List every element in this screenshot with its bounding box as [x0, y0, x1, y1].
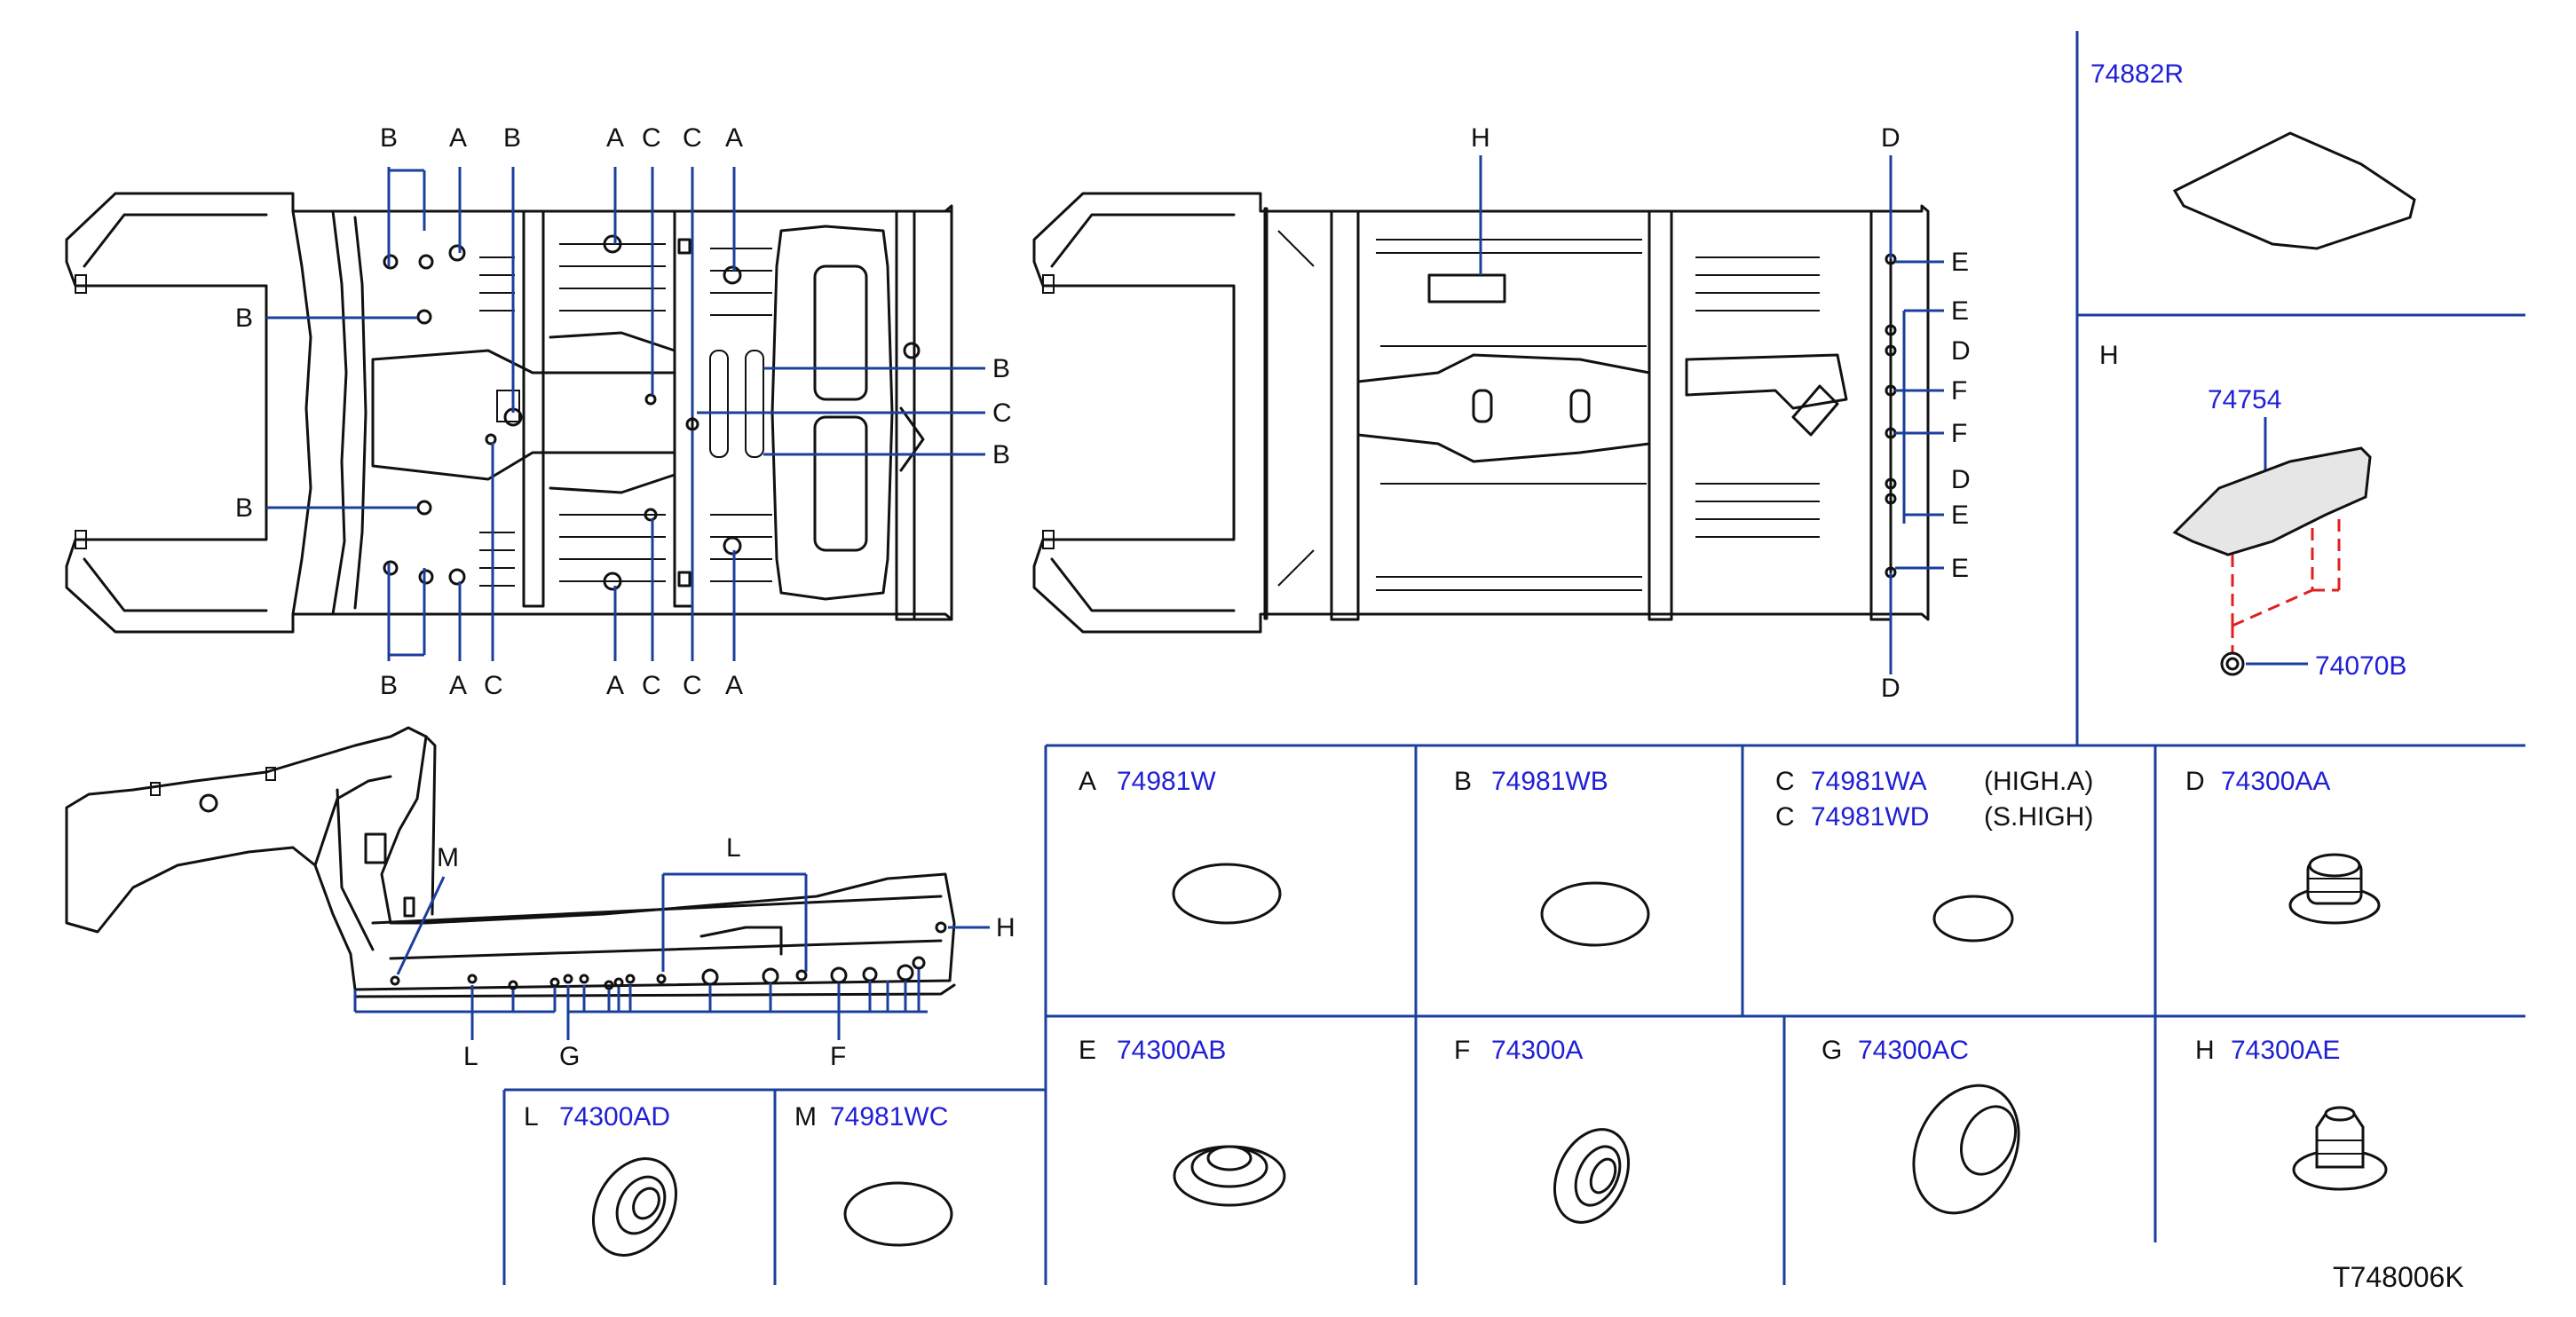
callouts-view-1: B A B A C C A B A C A C C A B B B C B — [235, 123, 1012, 700]
callout-right-e2: E — [1951, 296, 1969, 326]
part-f-number: 74300A — [1491, 1036, 1583, 1065]
part-b-letter: B — [1454, 767, 1472, 796]
part-c-note-2: (S.HIGH) — [1984, 802, 2093, 832]
callout-g: G — [559, 1042, 580, 1071]
part-h-letter: H — [2195, 1036, 2215, 1065]
grommet-f — [1553, 1128, 1631, 1224]
callout-m: M — [437, 843, 459, 872]
clip-h — [2292, 1106, 2388, 1191]
grommet-g — [1912, 1084, 2020, 1215]
callout-l-bottom: L — [463, 1042, 478, 1071]
part-g-letter: G — [1821, 1036, 1842, 1065]
kit-sub-part: 74070B — [2315, 651, 2406, 681]
callout-bottom-4: A — [606, 671, 624, 700]
callout-l-top: L — [726, 833, 741, 863]
clip-d — [2288, 853, 2381, 925]
callout-top-4: A — [606, 123, 624, 153]
part-l-number: 74300AD — [559, 1102, 670, 1132]
callout-top-7: A — [725, 123, 743, 153]
part-e-number: 74300AB — [1117, 1036, 1226, 1065]
callout-right-d1: D — [1951, 336, 1971, 366]
part-m-letter: M — [794, 1102, 817, 1132]
callout-f: F — [830, 1042, 846, 1071]
kit-part-number-2: 74754 — [2208, 385, 2281, 414]
part-a-number: 74981W — [1117, 767, 1216, 796]
callout-right-2: C — [992, 398, 1012, 428]
callout-right-e3: E — [1951, 501, 1969, 530]
callout-right-f1: F — [1951, 376, 1967, 406]
part-c-letter: C — [1775, 767, 1795, 796]
cell-m: M 74981WC — [794, 1102, 953, 1247]
floor-top-view-1 — [65, 167, 985, 661]
callout-bottom-6: C — [683, 671, 702, 700]
plug-c — [1932, 895, 2014, 942]
part-d-number: 74300AA — [2221, 767, 2330, 796]
callouts-side-view: M L H L G F — [437, 833, 1015, 1071]
callout-h: H — [1471, 123, 1490, 153]
callout-d-bottom: D — [1881, 674, 1900, 703]
cell-d: D 74300AA — [2185, 767, 2381, 925]
plug-m — [843, 1181, 953, 1247]
callout-top-5: C — [642, 123, 661, 153]
part-c-number: 74981WA — [1811, 767, 1927, 796]
callout-right-d2: D — [1951, 465, 1971, 494]
part-l-letter: L — [524, 1102, 539, 1132]
callout-top-1: B — [380, 123, 398, 153]
callout-bottom-3: C — [484, 671, 503, 700]
side-view — [65, 726, 990, 1040]
kit-part-number: 74882R — [2090, 59, 2184, 89]
callout-bottom-5: C — [642, 671, 661, 700]
callout-bottom-1: B — [380, 671, 398, 700]
callout-right-3: B — [992, 440, 1010, 469]
cell-l: L 74300AD — [524, 1102, 678, 1257]
callout-right-1: B — [992, 354, 1010, 383]
cell-c: C 74981WA (HIGH.A) C 74981WD (S.HIGH) — [1775, 767, 2093, 942]
diagram-reference: T748006K — [2333, 1261, 2464, 1293]
part-e-letter: E — [1079, 1036, 1096, 1065]
plug-b — [1540, 881, 1650, 947]
insulator-74754 — [2172, 446, 2372, 556]
callout-top-2: A — [449, 123, 467, 153]
callout-left-2: B — [235, 493, 253, 523]
kit-panel-h: H 74754 74070B — [2099, 341, 2406, 681]
part-a-letter: A — [1079, 767, 1096, 796]
kit-letter: H — [2099, 341, 2119, 370]
callout-bottom-2: A — [449, 671, 467, 700]
callout-left-1: B — [235, 304, 253, 333]
callout-top-6: C — [683, 123, 702, 153]
part-m-number: 74981WC — [830, 1102, 948, 1132]
grommet-e — [1173, 1145, 1286, 1207]
callout-right-e4: E — [1951, 554, 1969, 583]
floor-top-view-2 — [1032, 155, 1944, 674]
callout-d-top: D — [1881, 123, 1900, 153]
pad-74882r — [2172, 131, 2416, 250]
cell-h: H 74300AE — [2195, 1036, 2388, 1191]
cell-f: F 74300A — [1454, 1036, 1631, 1224]
part-d-letter: D — [2185, 767, 2205, 796]
callouts-view-2: H D D E E D F F D E E — [1471, 123, 1971, 703]
callout-bottom-7: A — [725, 671, 743, 700]
panel-grid — [502, 31, 2525, 1285]
callout-right-e1: E — [1951, 248, 1969, 277]
grommet-l — [591, 1157, 678, 1257]
part-f-letter: F — [1454, 1036, 1470, 1065]
cell-b: B 74981WB — [1454, 767, 1650, 947]
part-b-number: 74981WB — [1491, 767, 1608, 796]
part-c-letter-2: C — [1775, 802, 1795, 832]
callout-h-side: H — [996, 913, 1015, 942]
plug-a — [1172, 863, 1282, 925]
cell-e: E 74300AB — [1079, 1036, 1286, 1207]
part-h-number: 74300AE — [2231, 1036, 2340, 1065]
part-g-number: 74300AC — [1858, 1036, 1969, 1065]
kit-panel-74882r: 74882R — [2090, 59, 2416, 250]
callout-top-3: B — [503, 123, 521, 153]
part-c-note: (HIGH.A) — [1984, 767, 2093, 796]
part-c-number-2: 74981WD — [1811, 802, 1929, 832]
cell-a: A 74981W — [1079, 767, 1282, 925]
cell-g: G 74300AC — [1821, 1036, 2020, 1215]
callout-right-f2: F — [1951, 419, 1967, 448]
